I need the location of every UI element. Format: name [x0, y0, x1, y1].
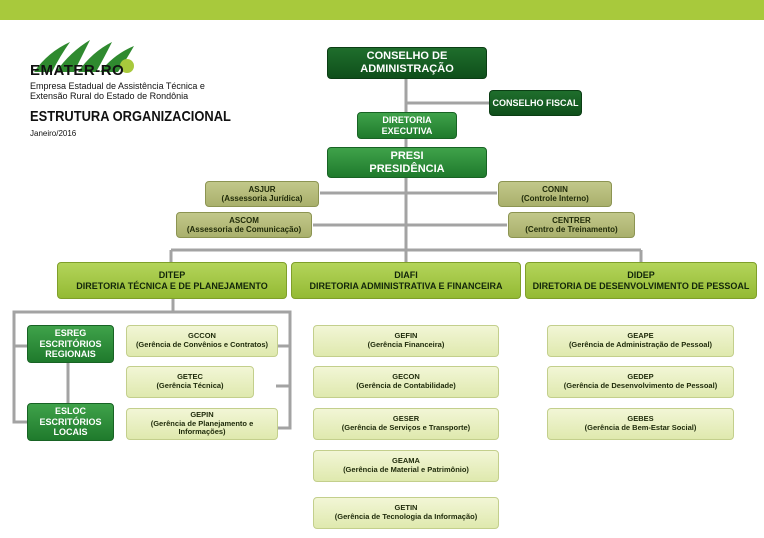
- node-gepin[interactable]: GEPIN (Gerência de Planejamento e Inform…: [126, 408, 278, 440]
- node-label: EXECUTIVA: [381, 125, 433, 136]
- node-gecon[interactable]: GECON (Gerência de Contabilidade): [313, 366, 499, 398]
- node-label: (Gerência de Bem-Estar Social): [584, 423, 697, 432]
- node-label: ESCRITÓRIOS: [39, 416, 102, 427]
- node-diafi[interactable]: DIAFI DIRETORIA ADMINISTRATIVA E FINANCE…: [291, 262, 521, 299]
- node-presidencia[interactable]: PRESI PRESIDÊNCIA: [327, 147, 487, 178]
- node-conselho-fiscal[interactable]: CONSELHO FISCAL: [489, 90, 582, 116]
- node-label: (Gerência de Planejamento e Informações): [150, 418, 254, 437]
- node-esloc[interactable]: ESLOC ESCRITÓRIOS LOCAIS: [27, 403, 114, 441]
- node-label: DITEP: [158, 270, 186, 281]
- emater-logo-icon: [34, 40, 134, 73]
- node-conselho-administracao[interactable]: CONSELHO DE ADMINISTRAÇÃO: [327, 47, 487, 79]
- node-label: LOCAIS: [53, 427, 88, 438]
- node-geser[interactable]: GESER (Gerência de Serviços e Transporte…: [313, 408, 499, 440]
- node-label: GESER: [392, 414, 420, 424]
- node-getec[interactable]: GETEC (Gerência Técnica): [126, 366, 254, 398]
- node-label: PRESI: [390, 149, 424, 162]
- node-label: GECON: [392, 372, 420, 382]
- node-label: (Assessoria Jurídica): [221, 194, 303, 203]
- node-label: DIDEP: [627, 270, 655, 281]
- node-label: DIAFI: [394, 270, 418, 281]
- node-label: (Gerência de Tecnologia da Informação): [334, 512, 478, 521]
- node-label: (Gerência de Administração de Pessoal): [568, 340, 713, 349]
- node-label: DIRETORIA TÉCNICA E DE PLANEJAMENTO: [76, 280, 268, 291]
- node-label: GEAPE: [627, 331, 654, 341]
- node-label: GEFIN: [394, 331, 418, 341]
- node-label: ASJUR: [248, 184, 276, 194]
- node-gccon[interactable]: GCCON (Gerência de Convênios e Contratos…: [126, 325, 278, 357]
- node-gebes[interactable]: GEBES (Gerência de Bem-Estar Social): [547, 408, 734, 440]
- node-label: (Gerência Financeira): [367, 340, 445, 349]
- node-label: (Gerência de Contabilidade): [356, 381, 456, 390]
- node-conin[interactable]: CONIN (Controle Interno): [498, 181, 612, 207]
- node-label: GETIN: [394, 503, 418, 513]
- node-label: ESCRITÓRIOS: [39, 338, 102, 349]
- node-label: DIRETORIA DE DESENVOLVIMENTO DE PESSOAL: [532, 280, 750, 291]
- node-geape[interactable]: GEAPE (Gerência de Administração de Pess…: [547, 325, 734, 357]
- node-label: GEPIN: [190, 410, 214, 420]
- page-date: Janeiro/2016: [30, 129, 77, 138]
- node-label: ADMINISTRAÇÃO: [360, 63, 454, 75]
- node-asjur[interactable]: ASJUR (Assessoria Jurídica): [205, 181, 319, 207]
- logo-name: EMATER-RO: [30, 62, 125, 79]
- node-label: (Gerência de Convênios e Contratos): [135, 340, 269, 349]
- node-label: CONSELHO DE: [366, 50, 448, 63]
- node-label: GETEC: [177, 372, 203, 382]
- node-label: DIRETORIA ADMINISTRATIVA E FINANCEIRA: [309, 280, 503, 291]
- page-title: ESTRUTURA ORGANIZACIONAL: [30, 108, 231, 125]
- node-label: ESREG: [54, 328, 87, 339]
- node-gefin[interactable]: GEFIN (Gerência Financeira): [313, 325, 499, 357]
- node-label: GEDEP: [627, 372, 654, 382]
- node-ascom[interactable]: ASCOM (Assessoria de Comunicação): [176, 212, 312, 238]
- node-diretoria-executiva[interactable]: DIRETORIA EXECUTIVA: [357, 112, 457, 139]
- node-label: CENTRER: [552, 215, 591, 225]
- node-gedep[interactable]: GEDEP (Gerência de Desenvolvimento de Pe…: [547, 366, 734, 398]
- node-label: DIRETORIA: [382, 115, 432, 126]
- node-label: CONIN: [542, 184, 568, 194]
- node-label: ESLOC: [54, 406, 86, 417]
- node-ditep[interactable]: DITEP DIRETORIA TÉCNICA E DE PLANEJAMENT…: [57, 262, 287, 299]
- node-geama[interactable]: GEAMA (Gerência de Material e Patrimônio…: [313, 450, 499, 482]
- node-label: CONSELHO FISCAL: [492, 97, 579, 108]
- node-label: PRESIDÊNCIA: [369, 162, 445, 175]
- node-esreg[interactable]: ESREG ESCRITÓRIOS REGIONAIS: [27, 325, 114, 363]
- node-label: (Gerência de Serviços e Transporte): [341, 423, 471, 432]
- node-didep[interactable]: DIDEP DIRETORIA DE DESENVOLVIMENTO DE PE…: [525, 262, 757, 299]
- node-label: GEBES: [627, 414, 654, 424]
- node-label: (Gerência de Material e Patrimônio): [343, 465, 469, 474]
- top-accent-bar: [0, 0, 764, 20]
- node-getin[interactable]: GETIN (Gerência de Tecnologia da Informa…: [313, 497, 499, 529]
- node-label: GEAMA: [392, 456, 420, 466]
- node-label: ASCOM: [229, 215, 259, 225]
- node-label: (Gerência de Desenvolvimento de Pessoal): [563, 381, 718, 390]
- company-line-2: Extensão Rural do Estado de Rondônia: [30, 91, 189, 101]
- node-label: REGIONAIS: [45, 349, 96, 360]
- node-label: GCCON: [188, 331, 216, 341]
- node-label: (Centro de Treinamento): [525, 225, 618, 234]
- node-label: (Controle Interno): [521, 194, 589, 203]
- node-centrer[interactable]: CENTRER (Centro de Treinamento): [508, 212, 635, 238]
- company-line-1: Empresa Estadual de Assistência Técnica …: [30, 81, 205, 91]
- node-label: (Assessoria de Comunicação): [186, 225, 302, 234]
- node-label: (Gerência Técnica): [156, 381, 224, 390]
